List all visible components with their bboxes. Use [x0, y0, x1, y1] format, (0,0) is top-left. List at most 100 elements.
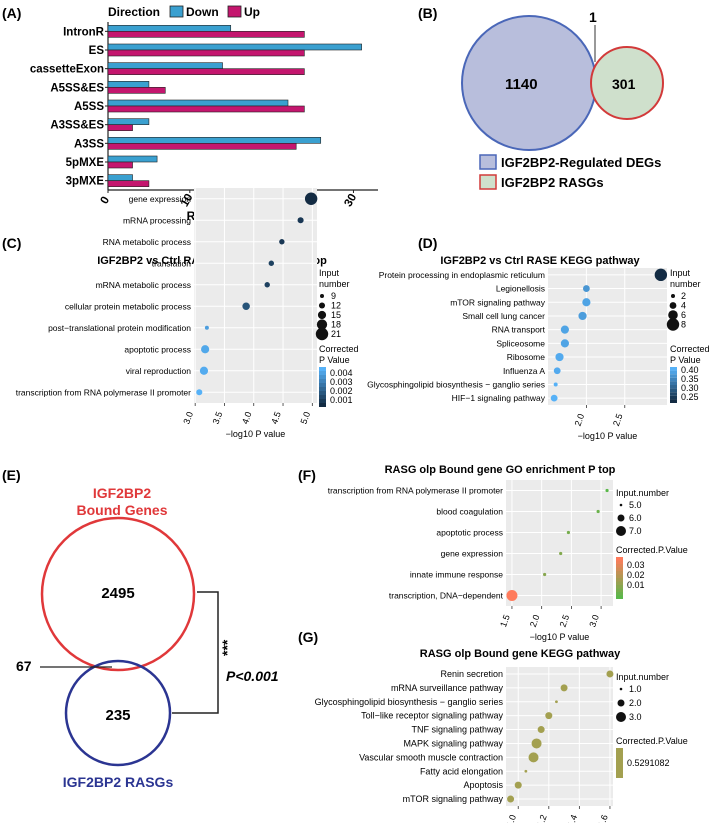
color-legend-title-2: P Value	[670, 355, 701, 365]
category-label: Glycosphingolipid biosynthesis − ganglio…	[367, 379, 545, 389]
category-label: Ribosome	[507, 352, 546, 362]
bar-up	[107, 180, 150, 187]
category-label: Influenza A	[503, 366, 545, 376]
color-legend-bar	[670, 392, 677, 396]
color-legend-label: 0.30	[681, 383, 699, 393]
data-point	[279, 239, 285, 245]
size-legend-label: 1.0	[629, 684, 642, 694]
category-label: post−translational protein modification	[48, 323, 191, 333]
data-point	[578, 311, 587, 321]
venn-e-overlap-count: 67	[16, 658, 32, 674]
bar-down	[107, 137, 322, 144]
legend-label-up: Up	[244, 5, 260, 19]
venn-e-p-value: P<0.001	[226, 668, 279, 684]
data-point	[553, 382, 558, 387]
size-legend-title: Input.number	[616, 488, 669, 498]
category-label: 3pMXE	[66, 176, 105, 188]
size-legend-dot	[316, 319, 328, 330]
category-label: A3SS&ES	[50, 120, 104, 132]
color-legend-label: 0.40	[681, 365, 699, 375]
data-point	[524, 769, 528, 773]
data-point	[560, 325, 569, 334]
color-legend-bar	[670, 388, 677, 393]
size-legend-dot	[671, 294, 675, 298]
size-legend-label: 2	[681, 291, 686, 301]
category-label: HIF−1 signaling pathway	[452, 393, 546, 403]
venn-b-legend-label-2: IGF2BP2 RASGs	[501, 175, 604, 190]
x-tick-label: 3.0	[587, 613, 601, 628]
data-point	[582, 285, 590, 292]
data-point	[543, 572, 547, 577]
x-tick-label: 2.0	[573, 412, 587, 427]
venn-e-top-title-1: IGF2BP2	[93, 485, 152, 501]
size-legend-dot	[617, 699, 625, 707]
venn-b-right-circle	[590, 46, 664, 120]
venn-b-left-count: 1140	[505, 76, 538, 93]
color-legend-bar	[319, 387, 326, 391]
venn-b: 1140 301 1 IGF2BP2-Regulated DEGs IGF2BP…	[461, 9, 664, 190]
venn-b-legend-swatch-1	[479, 154, 497, 170]
color-legend-bar	[319, 383, 326, 387]
size-legend-dot	[669, 302, 677, 309]
data-point	[545, 712, 553, 720]
color-legend-bar	[319, 391, 326, 395]
color-legend-bar	[616, 567, 623, 571]
data-point	[555, 352, 564, 362]
bar-down	[107, 25, 232, 32]
data-point	[196, 389, 203, 396]
data-point	[204, 325, 209, 330]
chart-f: RASG olp Bound gene GO enrichment P top1…	[328, 464, 688, 642]
data-point	[582, 298, 591, 307]
data-point	[201, 345, 210, 354]
color-legend-bar	[319, 403, 326, 407]
color-legend-bar	[670, 377, 677, 382]
data-point	[596, 509, 600, 514]
category-label: Apoptosis	[463, 780, 503, 790]
color-legend-title: Corrected	[670, 344, 709, 354]
category-label: gene expression	[129, 194, 192, 204]
size-legend-label: 21	[331, 329, 341, 339]
x-tick-label: 5.0	[299, 410, 313, 425]
color-legend-bar	[670, 395, 677, 400]
color-legend-bar	[670, 367, 677, 371]
category-label: Protein processing in endoplasmic reticu…	[379, 270, 545, 280]
size-legend-label: 4	[681, 301, 686, 311]
color-legend-label: 0.5291082	[627, 758, 670, 768]
data-point	[199, 366, 209, 375]
category-label: mRNA processing	[123, 215, 191, 225]
panel-label-g: (G)	[298, 629, 318, 645]
color-legend-bar	[616, 748, 623, 778]
category-label: RNA metabolic process	[103, 237, 191, 247]
category-label: blood coagulation	[436, 507, 503, 517]
bar-down	[107, 43, 362, 51]
data-point	[264, 282, 270, 288]
venn-e-top-title-2: Bound Genes	[76, 502, 167, 518]
category-label: apoptotic process	[124, 344, 191, 354]
category-label: viral reproduction	[126, 366, 191, 376]
legend-swatch-down	[169, 5, 184, 18]
size-legend-dot	[617, 514, 625, 522]
color-legend-bar	[319, 395, 326, 399]
size-legend-label: 7.0	[629, 526, 642, 536]
data-point	[242, 302, 250, 310]
bar-up	[107, 49, 305, 57]
color-legend-bar	[616, 557, 623, 561]
category-label: transcription from RNA polymerase II pro…	[328, 486, 503, 496]
size-legend-dot	[619, 687, 623, 691]
data-point	[654, 268, 668, 282]
color-legend-bar	[670, 385, 677, 389]
data-point	[297, 217, 304, 224]
category-label: innate immune response	[410, 570, 503, 580]
size-legend-label: 5.0	[629, 500, 642, 510]
bar-up	[107, 161, 133, 169]
category-label: TNF signaling pathway	[411, 725, 503, 735]
venn-e-bottom-title: IGF2BP2 RASGs	[63, 774, 174, 790]
category-label: apoptotic process	[436, 528, 503, 538]
panel-label-d: (D)	[418, 235, 437, 251]
x-axis-label: −log10 P value	[530, 632, 590, 642]
color-legend-bar	[670, 374, 677, 378]
color-legend-label: 0.004	[330, 368, 353, 378]
panel-label-f: (F)	[298, 467, 316, 483]
color-legend-title: Corrected	[319, 344, 359, 354]
x-tick-label: 3.5	[211, 410, 225, 425]
